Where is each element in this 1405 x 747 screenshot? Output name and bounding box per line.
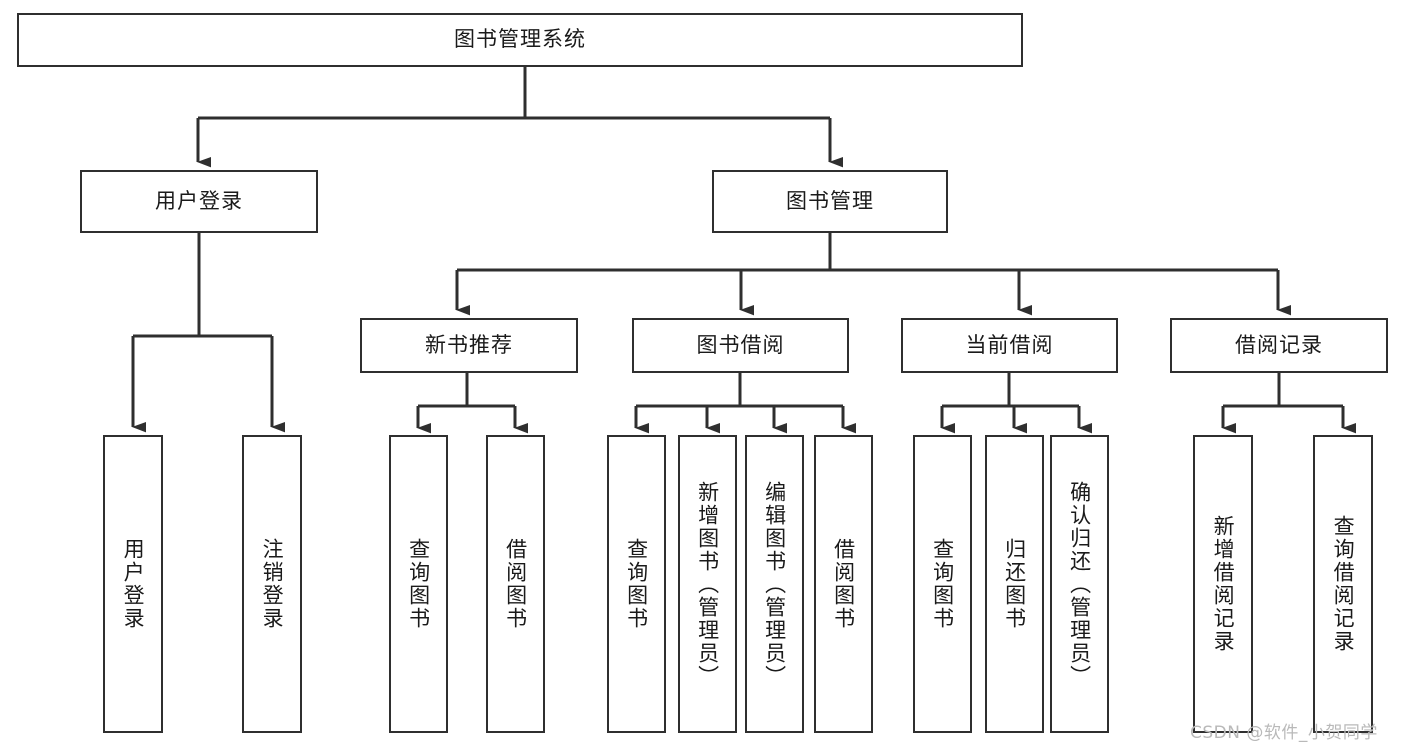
node-leaf-add-book[interactable]: 新增图书（管理员） <box>678 435 737 733</box>
node-borrow-record-label: 借阅记录 <box>1235 332 1323 357</box>
node-leaf-add-book-label: 新增图书（管理员） <box>695 480 720 688</box>
node-leaf-logout-label: 注销登录 <box>260 538 285 630</box>
node-book-manage-label: 图书管理 <box>786 188 874 213</box>
node-new-book-recommend-label: 新书推荐 <box>425 332 513 357</box>
node-leaf-borrow-book-recommend[interactable]: 借阅图书 <box>486 435 545 733</box>
node-borrow-record[interactable]: 借阅记录 <box>1170 318 1388 373</box>
node-leaf-query-book-borrow-label: 查询图书 <box>624 538 649 630</box>
node-leaf-return-book[interactable]: 归还图书 <box>985 435 1044 733</box>
node-new-book-recommend[interactable]: 新书推荐 <box>360 318 578 373</box>
node-leaf-edit-book-label: 编辑图书（管理员） <box>762 480 787 688</box>
node-leaf-borrow-book[interactable]: 借阅图书 <box>814 435 873 733</box>
csdn-watermark: CSDN @软件_小贺同学 <box>1190 723 1378 743</box>
node-book-borrow[interactable]: 图书借阅 <box>632 318 849 373</box>
node-user-login[interactable]: 用户登录 <box>80 170 318 233</box>
node-leaf-confirm-return-label: 确认归还（管理员） <box>1067 480 1092 688</box>
node-leaf-return-book-label: 归还图书 <box>1002 538 1027 630</box>
node-leaf-query-borrow-record[interactable]: 查询借阅记录 <box>1313 435 1373 733</box>
node-leaf-query-book-borrow[interactable]: 查询图书 <box>607 435 666 733</box>
node-user-login-label: 用户登录 <box>155 188 243 213</box>
node-leaf-confirm-return[interactable]: 确认归还（管理员） <box>1050 435 1109 733</box>
node-leaf-borrow-book-label: 借阅图书 <box>831 538 856 630</box>
node-leaf-query-book-recommend[interactable]: 查询图书 <box>389 435 448 733</box>
node-current-borrow[interactable]: 当前借阅 <box>901 318 1118 373</box>
node-leaf-add-borrow-record[interactable]: 新增借阅记录 <box>1193 435 1253 733</box>
node-leaf-edit-book[interactable]: 编辑图书（管理员） <box>745 435 804 733</box>
node-leaf-query-book-current[interactable]: 查询图书 <box>913 435 972 733</box>
node-root-system[interactable]: 图书管理系统 <box>17 13 1023 67</box>
node-book-manage[interactable]: 图书管理 <box>712 170 948 233</box>
node-leaf-query-borrow-record-label: 查询借阅记录 <box>1331 515 1356 653</box>
node-leaf-logout[interactable]: 注销登录 <box>242 435 302 733</box>
node-leaf-user-login[interactable]: 用户登录 <box>103 435 163 733</box>
node-current-borrow-label: 当前借阅 <box>965 332 1054 357</box>
node-leaf-borrow-book-recommend-label: 借阅图书 <box>503 538 528 630</box>
node-leaf-query-book-recommend-label: 查询图书 <box>406 538 431 630</box>
node-book-borrow-label: 图书借阅 <box>696 332 785 357</box>
node-leaf-user-login-label: 用户登录 <box>121 538 146 630</box>
node-leaf-query-book-current-label: 查询图书 <box>930 538 955 630</box>
node-root-label: 图书管理系统 <box>454 27 586 52</box>
node-leaf-add-borrow-record-label: 新增借阅记录 <box>1211 515 1236 653</box>
